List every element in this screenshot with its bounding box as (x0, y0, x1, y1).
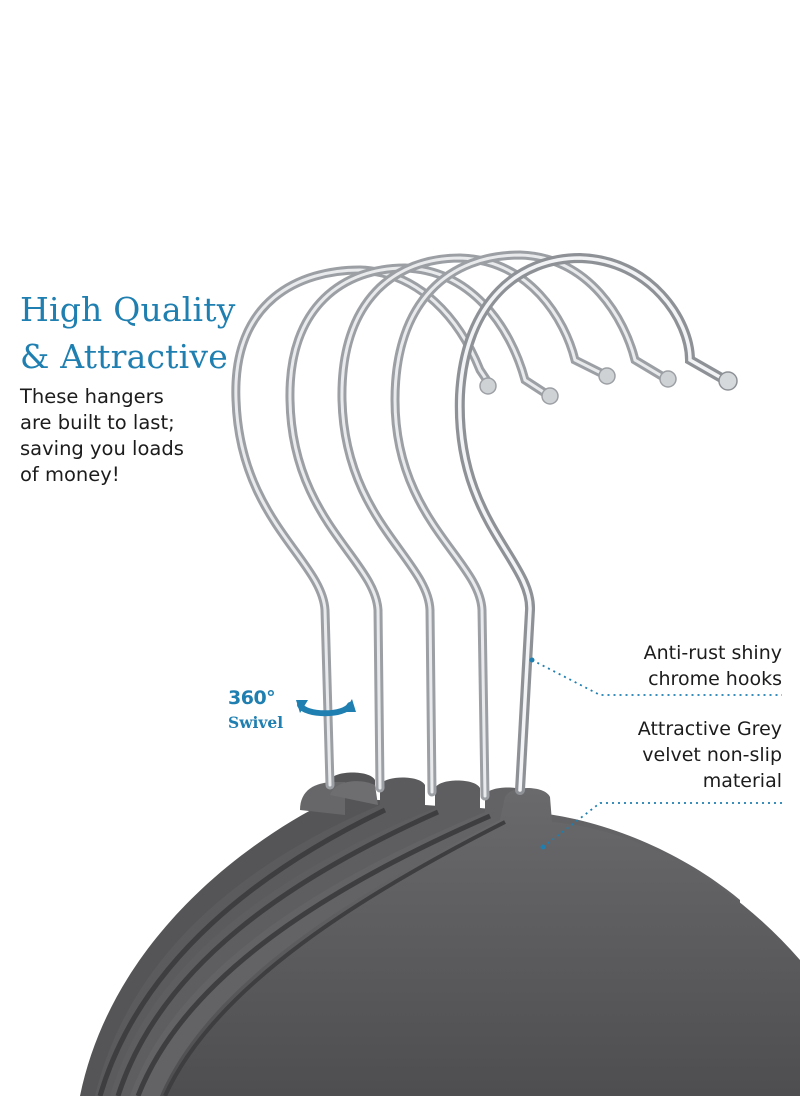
chrome-hooks (231, 250, 738, 801)
callout-hooks-line-1: Anti-rust shiny (643, 642, 782, 664)
description-line-1: These hangers (20, 385, 164, 408)
velvet-hanger-bodies (80, 772, 800, 1096)
callout-material-line-3: material (702, 770, 782, 792)
description-line-4: of money! (20, 463, 120, 486)
swivel-degrees: 360° (228, 687, 276, 709)
callout-hooks: Anti-rust shiny chrome hooks (644, 640, 782, 692)
hook-3 (337, 253, 616, 797)
headline-line-2: & Attractive (20, 337, 228, 376)
headline-line-1: High Quality (20, 290, 236, 329)
hook-1 (231, 265, 497, 790)
callout-line-hooks (529, 657, 782, 696)
callout-material-line-2: velvet non-slip (642, 744, 782, 766)
headline: High Quality & Attractive (20, 286, 236, 380)
hook-5 (454, 252, 738, 795)
swivel-label: Swivel (228, 713, 284, 732)
callout-line-material (540, 802, 782, 850)
description-line-2: are built to last; (20, 411, 175, 434)
callout-material-line-1: Attractive Grey (637, 718, 782, 740)
description-line-3: saving you loads (20, 437, 184, 460)
hook-4 (390, 250, 677, 801)
callout-hooks-line-2: chrome hooks (648, 668, 782, 690)
swivel-arrow-icon (296, 699, 356, 717)
callout-material: Attractive Grey velvet non-slip material (638, 716, 782, 794)
description: These hangers are built to last; saving … (20, 384, 184, 488)
